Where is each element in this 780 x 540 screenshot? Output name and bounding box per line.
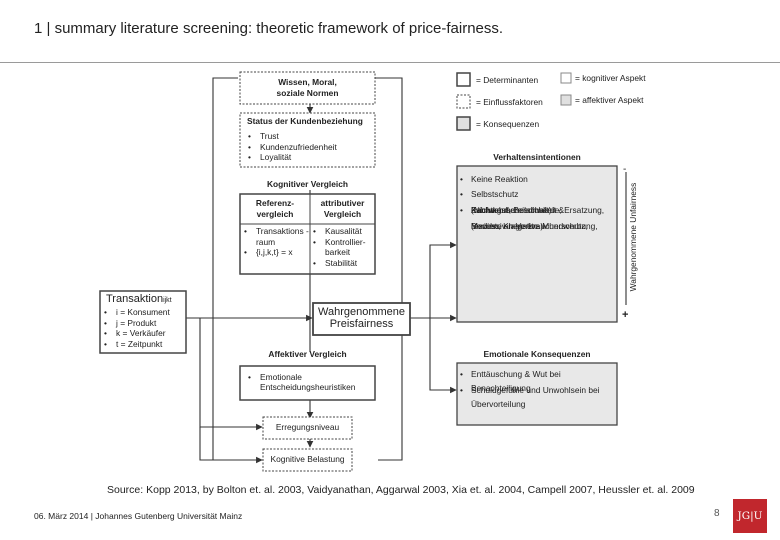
- axis-plus: +: [622, 309, 629, 321]
- page-title: 1 | summary literature screening: theore…: [34, 20, 504, 37]
- list-item: •Selbstschutz: [460, 189, 519, 199]
- wissen-line2: soziale Normen: [276, 88, 339, 98]
- source-citation: Source: Kopp 2013, by Bolton et. al. 200…: [107, 484, 695, 496]
- list-item: Kontrollier- barkeit: [311, 237, 373, 258]
- list-item: Medien, Klage etc.): [471, 221, 544, 231]
- legend-affektiv: = affektiver Aspekt: [575, 95, 644, 105]
- wahrgenommene-line2: Preisfairness: [329, 318, 394, 330]
- erregungsniveau-label: Erregungsniveau: [275, 422, 340, 432]
- status-title: Status der Kundenbeziehung: [247, 116, 363, 126]
- transaktion-list: i = Konsument j = Produkt k = Verkäufer …: [102, 307, 170, 349]
- referenz-list: Transaktions -raum {i,j,k,t} = x: [242, 226, 310, 258]
- legend-kognitiv: = kognitiver Aspekt: [575, 73, 646, 83]
- list-item: (exzessiv negative Mundwerbung,: [471, 221, 598, 231]
- legend-einflussfaktoren: = Einflussfaktoren: [476, 97, 543, 107]
- list-item: Übervorteilung: [471, 399, 526, 409]
- verhaltensintentionen-label: Verhaltensintentionen: [493, 152, 581, 162]
- list-item: •Keine Reaktion: [460, 174, 528, 184]
- kognitive-belastung-label: Kognitive Belastung: [270, 454, 345, 464]
- affektiver-vergleich-label: Affektiver Vergleich: [268, 349, 347, 359]
- list-item: k = Verkäufer: [102, 328, 170, 339]
- list-item: •Schuldgefühle und Unwohlsein bei: [460, 385, 600, 395]
- list-item: i = Konsument: [102, 307, 170, 318]
- wissen-line1: Wissen, Moral,: [278, 77, 337, 87]
- axis-label: Wahrgenommene Unfairness: [628, 182, 638, 292]
- list-item: Transaktions -raum: [242, 226, 310, 247]
- list-item: Berichte an Verbraucherschutz,: [471, 221, 588, 231]
- wahrgenommene-line1: Wahrgenommene: [317, 306, 406, 318]
- referenz-line1: Referenz-: [255, 198, 295, 208]
- list-item: Benachteiligung: [471, 383, 531, 393]
- status-list: Trust Kundenzufriedenheit Loyalität: [246, 131, 337, 163]
- list-item: Kaufwahrscheinlichkeit &: [471, 205, 565, 215]
- list-item: (Nichtkauf, Beschwerde, Ersatzung,: [471, 205, 605, 215]
- legend-determinanten: = Determinanten: [476, 75, 539, 85]
- list-item: Trust: [246, 131, 337, 142]
- attributiver-line1: attributiver: [320, 198, 365, 208]
- emo-kons-list: •Enttäuschung & Wut bei Benachteiligung …: [460, 369, 600, 409]
- kognitiver-vergleich-label: Kognitiver Vergleich: [267, 179, 348, 189]
- list-item: •Enttäuschung & Wut bei: [460, 369, 561, 379]
- referenz-line2: vergleich: [256, 209, 294, 219]
- list-item: {i,j,k,t} = x: [242, 247, 308, 258]
- legend-konsequenzen: = Konsequenzen: [476, 119, 540, 129]
- list-item: t = Zeitpunkt: [102, 339, 170, 350]
- title-divider: [0, 62, 780, 63]
- list-item: •Rache: [460, 205, 496, 215]
- list-item: j = Produkt: [102, 318, 170, 329]
- axis-minus: -: [623, 164, 627, 175]
- page-number: 8: [714, 508, 720, 519]
- list-item: Kundenzufriedenheit: [246, 142, 337, 153]
- university-logo: JG|U: [733, 499, 767, 533]
- transaktion-title: Transaktionijkt: [106, 293, 172, 305]
- list-item: Emotionale: [246, 372, 302, 383]
- list-item: Kausalität: [311, 226, 374, 237]
- attributiver-list: Kausalität Kontrollier- barkeit Stabilit…: [311, 226, 374, 268]
- emotionale-konsequenzen-label: Emotionale Konsequenzen: [483, 349, 591, 359]
- footer-text: 06. März 2014 | Johannes Gutenberg Unive…: [34, 511, 243, 521]
- list-item: Zahlungsbereitschaft): [471, 205, 552, 215]
- attributiver-line2: Vergleich: [323, 209, 362, 219]
- list-item: Stabilität: [311, 258, 374, 269]
- affektiver-list: Emotionale: [246, 372, 302, 383]
- list-item: Loyalität: [246, 152, 337, 163]
- emotionale-line2: Entscheidungsheuristiken: [260, 382, 356, 392]
- verhaltens-list: •Keine Reaktion •Selbstschutz (Nichtkauf…: [460, 174, 604, 231]
